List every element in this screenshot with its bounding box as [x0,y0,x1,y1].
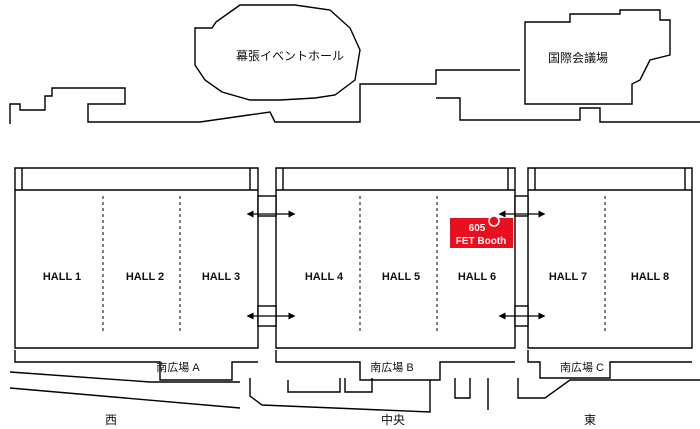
plaza-a-label: 南広場 A [156,361,200,374]
booth-number: 605 [469,223,486,234]
hall-7-label: HALL 7 [549,271,587,283]
hall-2-label: HALL 2 [126,271,164,283]
west-building-outline [9,69,520,124]
hall-block-c [527,167,693,349]
hall-block-a [14,167,259,349]
fet-booth-marker[interactable]: 605 FET Booth [450,215,513,248]
passages [246,195,546,327]
hall-5-label: HALL 5 [382,271,420,283]
direction-west-label: 西 [105,413,117,427]
road-east [454,378,700,410]
passage-ab-top [257,195,277,217]
conference-center-label: 国際会議場 [548,51,608,65]
hall-labels: HALL 1 HALL 2 HALL 3 HALL 4 HALL 5 HALL … [43,271,669,283]
hall-1-label: HALL 1 [43,271,81,283]
direction-east-label: 東 [584,413,596,427]
hall-8-label: HALL 8 [631,271,669,283]
conference-center-outline [524,9,671,105]
hall-6-label: HALL 6 [458,271,496,283]
hall-block-a-outline [14,167,259,349]
south-area: 南広場 A 南広場 B 南広場 C 西 中央 東 [9,350,700,427]
plaza-c-label: 南広場 C [560,361,604,374]
event-hall-outline [194,4,361,101]
booth-box [450,218,513,248]
road-west [9,371,241,409]
direction-center-label: 中央 [381,412,405,427]
mid-building-outline [436,97,700,123]
hall-block-c-outline [527,167,693,349]
plaza-b-label: 南広場 B [370,361,413,374]
road-center [249,378,431,413]
hall-dividers [102,196,606,332]
passage-bc-top [514,195,529,217]
upper-buildings: 幕張イベントホール 国際会議場 [9,4,700,124]
hall-block-b [275,167,516,349]
event-hall-label: 幕張イベントホール [236,49,344,63]
location-dot-icon [488,215,500,227]
hall-4-label: HALL 4 [305,271,344,283]
hall-block-b-outline [275,167,516,349]
hall-3-label: HALL 3 [202,271,240,283]
booth-name: FET Booth [456,236,507,247]
